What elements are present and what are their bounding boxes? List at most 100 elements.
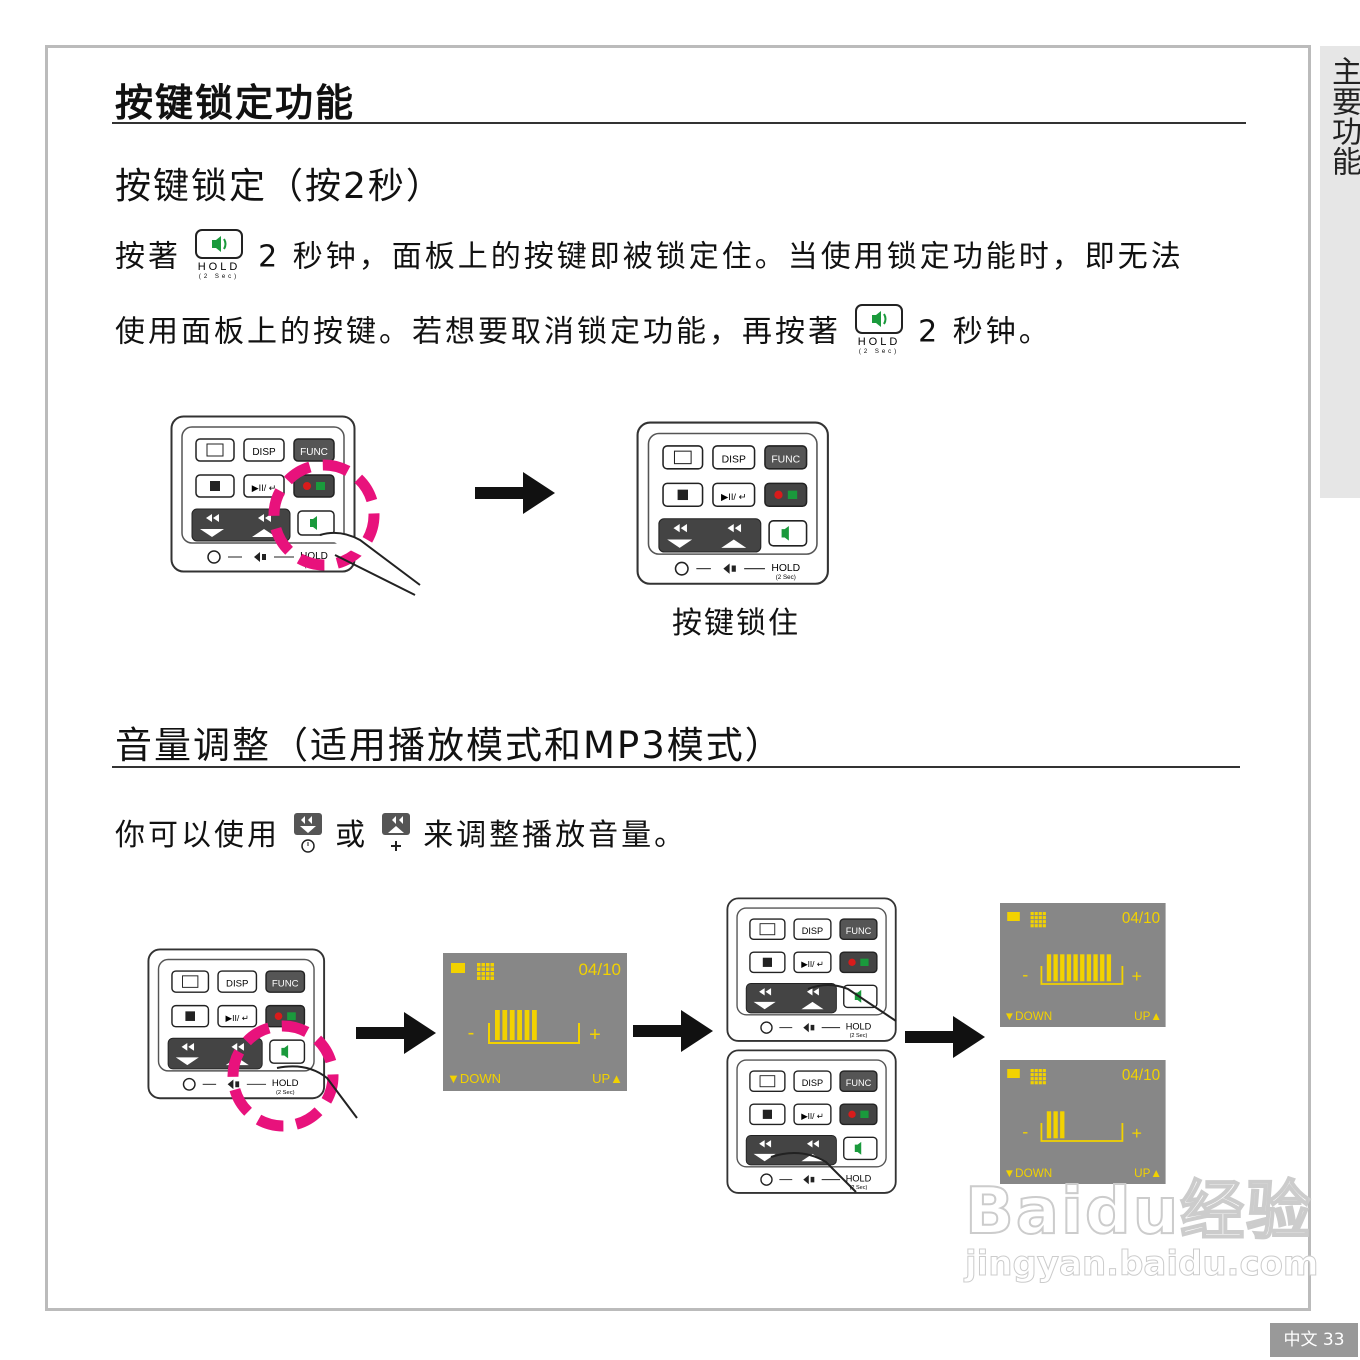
- volume-bar: [509, 1010, 515, 1040]
- hold-sub-label: (2 Sec): [276, 1090, 295, 1096]
- play-pause-label: ▶II/ ↵: [226, 1013, 249, 1023]
- timer-icon: [760, 1021, 773, 1034]
- svg-text:(2 Sec): (2 Sec): [198, 274, 238, 280]
- down-label: ▼DOWN: [447, 1071, 501, 1086]
- play-pause-label: ▶II/ ↵: [252, 483, 276, 493]
- record-button: [839, 1103, 878, 1126]
- svg-text:(2 Sec): (2 Sec): [858, 349, 898, 355]
- volume-up-icon: [225, 1043, 249, 1066]
- section-title-key-lock: 按键锁定功能: [115, 81, 356, 125]
- hold-label: HOLD: [300, 551, 328, 562]
- func-label: FUNC: [272, 978, 299, 989]
- menu-button: [749, 1070, 786, 1093]
- volume-minus: -: [1022, 964, 1028, 984]
- green-indicator: [287, 1012, 296, 1020]
- up-label: UP▲: [1134, 1010, 1162, 1023]
- hold-sub-label: (2 Sec): [776, 574, 796, 581]
- timer-icon: [674, 561, 689, 576]
- volume-bar: [502, 1010, 508, 1040]
- volume-up-icon: [801, 988, 824, 1010]
- hold-button-icon: HOLD(2 Sec): [854, 303, 906, 363]
- play-pause-button: [217, 1004, 258, 1028]
- volume-track: [1040, 965, 1124, 985]
- menu-button: [749, 918, 786, 941]
- track-counter: 04/10: [578, 960, 621, 979]
- func-button: [293, 438, 335, 462]
- skip-rocker: [658, 518, 762, 553]
- timer-icon: [760, 1173, 773, 1186]
- record-icon: [774, 490, 783, 499]
- timer-icon: [207, 550, 221, 564]
- list-icon: [206, 443, 224, 457]
- timer-icon: [182, 1077, 196, 1091]
- volume-bar: [1080, 954, 1085, 982]
- arrow-icon: [633, 1010, 713, 1052]
- record-button: [764, 482, 808, 508]
- divider: [112, 766, 1240, 768]
- disp-button: [793, 918, 832, 941]
- camera-icon: [1007, 1068, 1020, 1078]
- grid-icon: [1030, 1068, 1046, 1085]
- green-indicator: [860, 1110, 869, 1118]
- arrow-icon: [356, 1012, 436, 1054]
- volume-plus: +: [589, 1024, 601, 1046]
- subtitle-key-lock: 按键锁定（按2秒）: [115, 166, 444, 207]
- list-icon: [673, 450, 692, 465]
- disp-button: [712, 445, 756, 470]
- input-icon: [254, 552, 266, 562]
- green-indicator: [860, 958, 869, 966]
- disp-label: DISP: [802, 926, 823, 936]
- play-pause-label: ▶II/ ↵: [721, 492, 746, 502]
- volume-down-icon: [753, 1140, 776, 1162]
- volume-down-icon: [753, 988, 776, 1010]
- play-pause-button: [793, 951, 832, 974]
- func-button: [764, 445, 808, 470]
- svg-text:HOLD: HOLD: [857, 336, 900, 348]
- disp-button: [217, 970, 258, 993]
- play-pause-button: [793, 1103, 832, 1126]
- volume-bar: [1073, 954, 1078, 982]
- func-label: FUNC: [300, 447, 328, 458]
- volume-plus: +: [1132, 966, 1143, 986]
- speaker-icon: [281, 1044, 289, 1059]
- volume-plus: +: [1132, 1123, 1143, 1143]
- page-frame: [45, 45, 1311, 1311]
- press-highlight: [268, 459, 421, 596]
- record-icon: [274, 1012, 283, 1020]
- caption-keys-locked: 按键锁住: [672, 606, 800, 641]
- record-icon: [303, 482, 311, 490]
- volume-up-icon: [721, 523, 747, 548]
- volume-bar: [524, 1010, 530, 1040]
- volume-bar: [1060, 954, 1065, 982]
- disp-label: DISP: [226, 978, 248, 989]
- stop-icon: [762, 957, 772, 967]
- hold-label: HOLD: [771, 563, 800, 574]
- grid-icon: [1030, 911, 1046, 928]
- list-icon: [759, 1075, 776, 1088]
- paragraph-line-1: 按著 HOLD(2 Sec) 2 秒钟，面板上的按键即被锁定住。当使用锁定功能时…: [115, 228, 1184, 288]
- func-button: [265, 970, 306, 993]
- side-tab: 主要功能: [1320, 46, 1360, 498]
- grid-icon: [477, 963, 494, 980]
- camera-icon: [451, 963, 465, 973]
- volume-bar: [495, 1010, 500, 1040]
- menu-button: [662, 445, 704, 470]
- volume-down-icon: [667, 523, 693, 548]
- speaker-icon: [310, 516, 317, 530]
- volume-bar: [1100, 954, 1105, 982]
- paragraph-line-2: 使用面板上的按键。若想要取消锁定功能，再按著 HOLD(2 Sec) 2 秒钟。: [115, 303, 1052, 363]
- func-label: FUNC: [846, 926, 872, 936]
- func-label: FUNC: [771, 455, 800, 466]
- disp-button: [243, 438, 285, 462]
- play-pause-button: [712, 482, 756, 508]
- volume-up-icon: [381, 811, 411, 863]
- volume-bar: [1106, 954, 1112, 982]
- volume-bar: [1046, 954, 1052, 982]
- volume-down-icon: [175, 1043, 199, 1066]
